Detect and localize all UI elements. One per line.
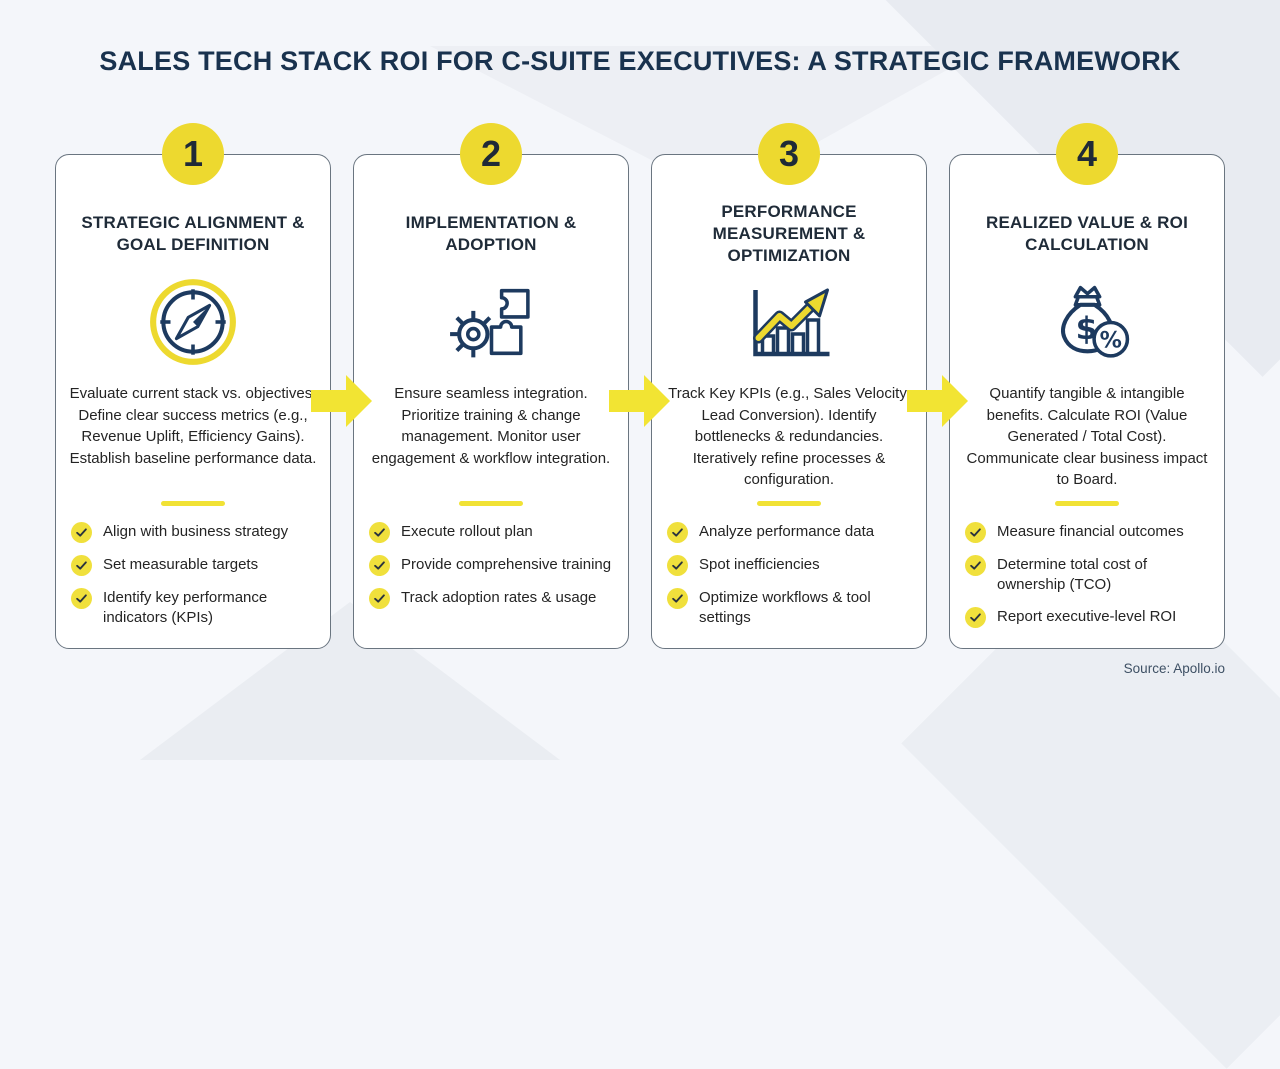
- checklist-item-label: Analyze performance data: [699, 523, 875, 540]
- checklist-item: Measure financial outcomes: [965, 522, 1209, 543]
- framework-flow: 1 STRATEGIC ALIGNMENT & GOAL DEFINITION: [55, 123, 1225, 649]
- check-icon: [965, 607, 986, 628]
- right-arrow-icon: [311, 375, 372, 427]
- check-icon: [71, 555, 92, 576]
- checklist-item: Provide comprehensive training: [369, 555, 613, 576]
- checklist-item: Identify key performance indicators (KPI…: [71, 588, 315, 628]
- checklist-item: Report executive-level ROI: [965, 607, 1209, 628]
- checklist-item: Analyze performance data: [667, 522, 911, 543]
- step-1-checklist: Align with business strategy Set measura…: [69, 522, 317, 628]
- check-icon: [667, 588, 688, 609]
- step-3-title: PERFORMANCE MEASUREMENT & OPTIMIZATION: [712, 202, 866, 265]
- checklist-item: Align with business strategy: [71, 522, 315, 543]
- step-1-description: Evaluate current stack vs. objectives. D…: [69, 385, 317, 467]
- step-4-divider: [1055, 501, 1119, 506]
- step-3-number-badge: 3: [758, 123, 820, 185]
- checklist-item-label: Optimize workflows & tool settings: [699, 589, 871, 626]
- check-icon: [369, 555, 390, 576]
- checklist-item-label: Measure financial outcomes: [997, 523, 1184, 540]
- check-icon: [369, 588, 390, 609]
- step-1-card: STRATEGIC ALIGNMENT & GOAL DEFINITION: [55, 154, 331, 649]
- checklist-item-label: Execute rollout plan: [401, 523, 533, 540]
- checklist-item: Spot inefficiencies: [667, 555, 911, 576]
- step-3-divider: [757, 501, 821, 506]
- check-icon: [965, 522, 986, 543]
- step-3-description: Track Key KPIs (e.g., Sales Velocity, Le…: [668, 385, 910, 488]
- checklist-item: Execute rollout plan: [369, 522, 613, 543]
- check-icon: [71, 588, 92, 609]
- check-icon: [965, 555, 986, 576]
- step-2-title: IMPLEMENTATION & ADOPTION: [405, 213, 577, 254]
- svg-text:$: $: [1076, 311, 1098, 347]
- checklist-item-label: Provide comprehensive training: [401, 556, 612, 573]
- checklist-item-label: Report executive-level ROI: [997, 608, 1177, 625]
- checklist-item: Set measurable targets: [71, 555, 315, 576]
- step-1-number-badge: 1: [162, 123, 224, 185]
- checklist-item-label: Track adoption rates & usage: [401, 589, 597, 606]
- checklist-item-label: Set measurable targets: [103, 556, 259, 573]
- step-4-checklist: Measure financial outcomes Determine tot…: [963, 522, 1211, 628]
- step-4-number-badge: 4: [1056, 123, 1118, 185]
- step-3-column: 3 PERFORMANCE MEASUREMENT & OPTIMIZATION: [651, 123, 927, 649]
- step-2-divider: [459, 501, 523, 506]
- compass-icon: [147, 273, 239, 371]
- step-2-checklist: Execute rollout plan Provide comprehensi…: [367, 522, 615, 609]
- checklist-item: Determine total cost of ownership (TCO): [965, 555, 1209, 595]
- right-arrow-icon: [609, 375, 670, 427]
- money-bag-icon: $ %: [1039, 273, 1135, 371]
- growth-chart-icon: [741, 273, 837, 371]
- step-2-number-badge: 2: [460, 123, 522, 185]
- page-title: SALES TECH STACK ROI FOR C-SUITE EXECUTI…: [99, 46, 1181, 76]
- check-icon: [369, 522, 390, 543]
- right-arrow-icon: [907, 375, 968, 427]
- step-1-divider: [161, 501, 225, 506]
- check-icon: [71, 522, 92, 543]
- step-3-checklist: Analyze performance data Spot inefficien…: [665, 522, 913, 628]
- step-3-card: PERFORMANCE MEASUREMENT & OPTIMIZATION: [651, 154, 927, 649]
- checklist-item-label: Spot inefficiencies: [699, 556, 820, 573]
- gear-puzzle-icon: [443, 273, 539, 371]
- step-4-card: REALIZED VALUE & ROI CALCULATION $ % Qua…: [949, 154, 1225, 649]
- step-4-column: 4 REALIZED VALUE & ROI CALCULATION $ % Q…: [949, 123, 1225, 649]
- check-icon: [667, 522, 688, 543]
- step-4-title: REALIZED VALUE & ROI CALCULATION: [985, 213, 1189, 254]
- checklist-item-label: Align with business strategy: [103, 523, 289, 540]
- check-icon: [667, 555, 688, 576]
- step-4-description: Quantify tangible & intangible benefits.…: [966, 385, 1208, 488]
- svg-text:%: %: [1100, 327, 1122, 353]
- source-attribution: Source: Apollo.io: [1123, 661, 1225, 676]
- checklist-item: Track adoption rates & usage: [369, 588, 613, 609]
- step-1-column: 1 STRATEGIC ALIGNMENT & GOAL DEFINITION: [55, 123, 331, 649]
- checklist-item-label: Determine total cost of ownership (TCO): [997, 556, 1148, 593]
- step-2-column: 2 IMPLEMENTATION & ADOPTION: [353, 123, 629, 649]
- checklist-item-label: Identify key performance indicators (KPI…: [103, 589, 268, 626]
- step-1-title: STRATEGIC ALIGNMENT & GOAL DEFINITION: [81, 213, 305, 254]
- checklist-item: Optimize workflows & tool settings: [667, 588, 911, 628]
- step-2-card: IMPLEMENTATION & ADOPTION: [353, 154, 629, 649]
- step-2-description: Ensure seamless integration. Prioritize …: [371, 385, 611, 467]
